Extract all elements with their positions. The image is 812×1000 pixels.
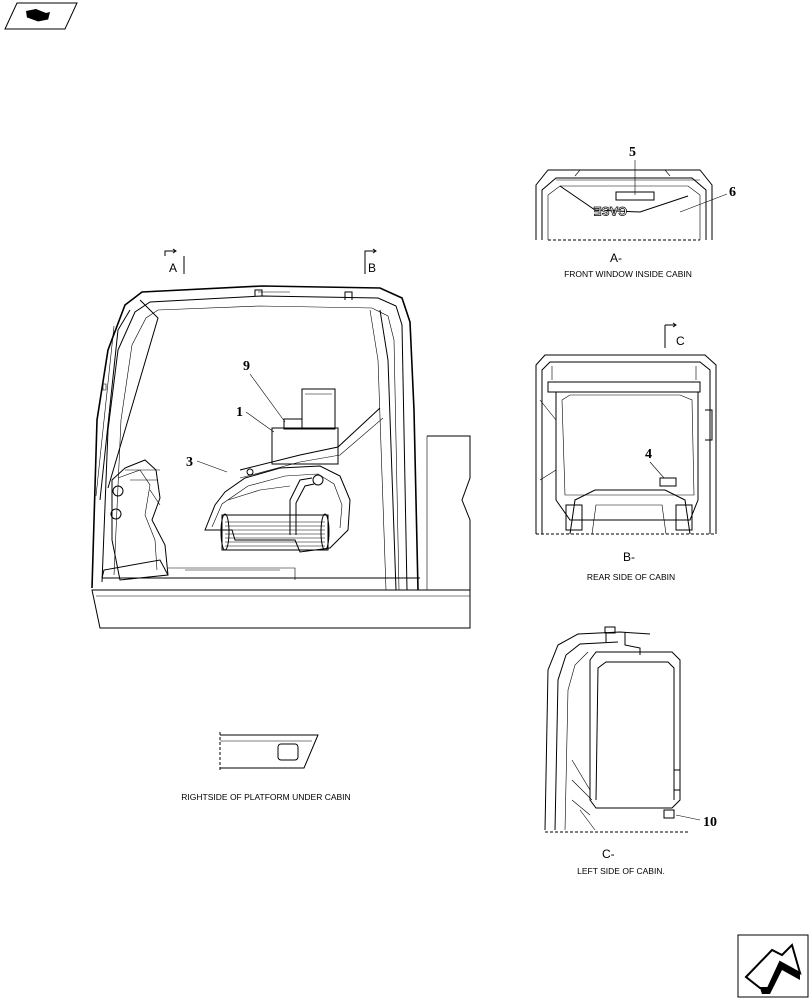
callout-6: 6: [679, 185, 736, 213]
platform-view: RIGHTSIDE OF PLATFORM UNDER CABIN: [181, 732, 351, 802]
svg-text:1: 1: [236, 405, 243, 420]
section-marker-b-label: B: [368, 261, 376, 275]
section-marker-a-label: A: [169, 261, 177, 275]
svg-text:10: 10: [703, 815, 717, 830]
callout-5: 5: [629, 145, 636, 195]
book-page-icon[interactable]: [4, 2, 78, 30]
view-a-caption: FRONT WINDOW INSIDE CABIN: [564, 269, 692, 279]
heater-core-fins: [220, 513, 330, 551]
svg-text:6: 6: [729, 185, 736, 200]
platform-caption: RIGHTSIDE OF PLATFORM UNDER CABIN: [181, 792, 350, 802]
callout-4: 4: [645, 447, 665, 479]
view-b-caption: REAR SIDE OF CABIN: [587, 572, 675, 582]
callout-1: 1: [236, 405, 275, 433]
view-b-rear-side: C 4 B- REAR SIDE OF CABIN: [535, 322, 717, 582]
view-a-front-window: CASE 5 6 A- FRONT WINDOW INSIDE CABIN: [535, 145, 736, 279]
svg-text:5: 5: [629, 145, 636, 160]
main-cab-view: A B: [91, 248, 471, 629]
case-emblem: CASE: [594, 204, 627, 218]
svg-text:3: 3: [186, 455, 193, 470]
next-page-arrow-icon[interactable]: [737, 934, 809, 998]
view-a-letter: A-: [610, 251, 622, 265]
view-c-left-side: 10 C- LEFT SIDE OF CABIN.: [544, 626, 717, 876]
section-marker-b: B: [364, 248, 377, 275]
view-c-caption: LEFT SIDE OF CABIN.: [577, 866, 665, 876]
view-b-letter: B-: [623, 550, 635, 564]
callout-10: 10: [675, 814, 717, 830]
svg-text:4: 4: [645, 447, 652, 462]
svg-text:9: 9: [243, 359, 250, 374]
section-marker-c: C: [664, 322, 685, 348]
callout-9: 9: [243, 359, 286, 423]
callout-3: 3: [186, 455, 228, 473]
view-c-letter: C-: [602, 847, 615, 861]
svg-text:C: C: [676, 334, 685, 348]
section-marker-a: A: [164, 248, 185, 275]
